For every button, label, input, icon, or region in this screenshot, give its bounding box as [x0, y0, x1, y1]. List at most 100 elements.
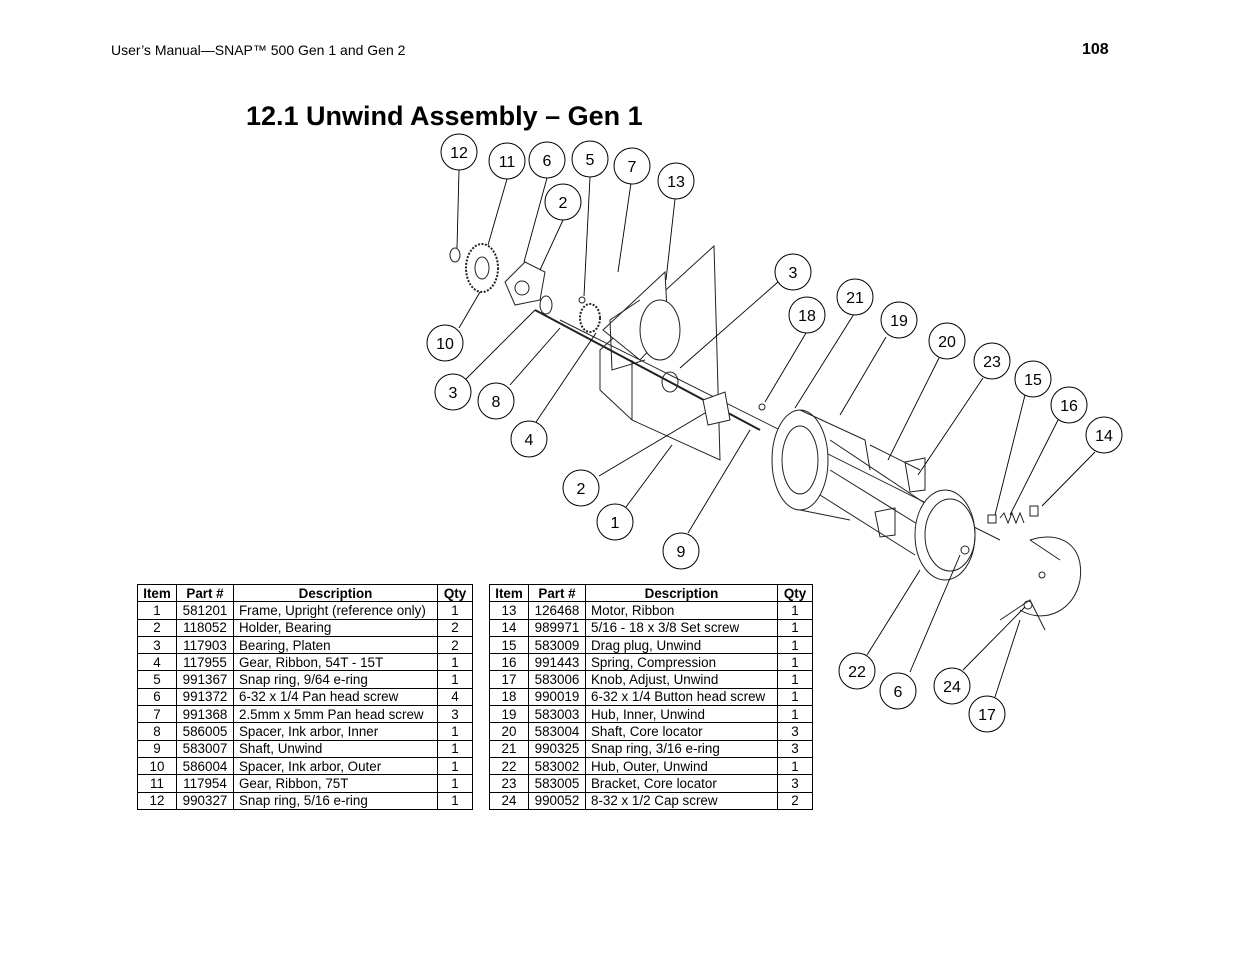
cell-part-number: 583005 [528, 774, 586, 793]
cell-description: Snap ring, 5/16 e-ring [233, 791, 438, 810]
callout: 13 [657, 162, 695, 200]
callout: 21 [836, 278, 874, 316]
cell-item: 6 [137, 687, 177, 707]
leader-lines [456, 169, 1096, 698]
cell-qty: 3 [777, 774, 813, 793]
cell-description: 6-32 x 1/4 Pan head screw [233, 687, 438, 707]
callout-label: 13 [667, 174, 685, 191]
callout-label: 3 [789, 265, 798, 282]
cell-item: 7 [137, 705, 177, 724]
cell-description: 5/16 - 18 x 3/8 Set screw [585, 618, 778, 637]
cell-qty: 1 [777, 618, 813, 637]
cell-item: 22 [489, 756, 529, 776]
cell-qty: 2 [777, 791, 813, 810]
cell-part-number: 990052 [528, 791, 586, 810]
callout-label: 6 [543, 153, 552, 170]
callout-label: 18 [798, 308, 816, 325]
cell-qty: 3 [777, 722, 813, 741]
table-header-row: Item Part # Description Qty [489, 583, 813, 603]
cell-qty: 1 [777, 653, 813, 672]
col-header-description: Description [233, 583, 438, 603]
assembly-drawing [449, 243, 1082, 631]
cell-qty: 1 [777, 670, 813, 689]
manual-title: User’s Manual—SNAP™ 500 Gen 1 and Gen 2 [111, 42, 406, 58]
cell-part-number: 583007 [176, 739, 234, 758]
callout-label: 4 [525, 432, 534, 449]
cell-description: Hub, Outer, Unwind [585, 756, 778, 776]
cell-description: Hub, Inner, Unwind [585, 705, 778, 724]
callout-label: 14 [1095, 428, 1113, 445]
cell-qty: 1 [777, 687, 813, 707]
callout: 20 [928, 322, 966, 360]
col-header-item: Item [489, 583, 529, 603]
callout: 6 [879, 672, 917, 710]
callout: 16 [1050, 386, 1088, 424]
callout-label: 6 [894, 684, 903, 701]
col-header-qty: Qty [437, 583, 473, 603]
callout: 15 [1014, 360, 1052, 398]
cell-item: 10 [137, 756, 177, 776]
callout: 8 [477, 382, 515, 420]
cell-part-number: 126468 [528, 601, 586, 620]
cell-qty: 1 [437, 670, 473, 689]
cell-part-number: 583006 [528, 670, 586, 689]
callout: 2 [562, 469, 600, 507]
cell-part-number: 990019 [528, 687, 586, 707]
cell-description: Frame, Upright (reference only) [233, 601, 438, 620]
callout: 12 [440, 133, 478, 171]
cell-qty: 2 [437, 618, 473, 637]
cell-description: Gear, Ribbon, 54T - 15T [233, 653, 438, 672]
cell-qty: 1 [777, 756, 813, 776]
callout-label: 19 [890, 313, 908, 330]
cell-part-number: 991368 [176, 705, 234, 724]
col-header-part: Part # [528, 583, 586, 603]
callout: 19 [880, 301, 918, 339]
cell-part-number: 586005 [176, 722, 234, 741]
cell-item: 16 [489, 653, 529, 672]
cell-part-number: 586004 [176, 756, 234, 776]
cell-qty: 1 [437, 601, 473, 620]
cell-qty: 2 [437, 635, 473, 655]
cell-description: 8-32 x 1/2 Cap screw [585, 791, 778, 810]
callout: 14 [1085, 416, 1123, 454]
col-header-part: Part # [176, 583, 234, 603]
cell-item: 9 [137, 739, 177, 758]
cell-qty: 3 [437, 705, 473, 724]
table-header-row: Item Part # Description Qty [137, 583, 473, 603]
cell-qty: 4 [437, 687, 473, 707]
callout: 11 [488, 142, 526, 180]
cell-item: 19 [489, 705, 529, 724]
callout-label: 23 [983, 354, 1001, 371]
cell-description: Spacer, Ink arbor, Outer [233, 756, 438, 776]
cell-item: 23 [489, 774, 529, 793]
callout-label: 17 [978, 707, 996, 724]
callout: 2 [544, 183, 582, 221]
callout-label: 1 [611, 515, 620, 532]
cell-item: 21 [489, 739, 529, 758]
callout-label: 24 [943, 679, 961, 696]
cell-description: Drag plug, Unwind [585, 635, 778, 655]
section-title: 12.1 Unwind Assembly – Gen 1 [246, 101, 643, 131]
callout: 22 [838, 652, 876, 690]
cell-part-number: 991372 [176, 687, 234, 707]
cell-part-number: 583002 [528, 756, 586, 776]
callout-label: 2 [577, 481, 586, 498]
page-number: 108 [1082, 41, 1109, 58]
callout: 6 [528, 141, 566, 179]
cell-item: 18 [489, 687, 529, 707]
callout-label: 11 [499, 154, 516, 171]
cell-description: Holder, Bearing [233, 618, 438, 637]
